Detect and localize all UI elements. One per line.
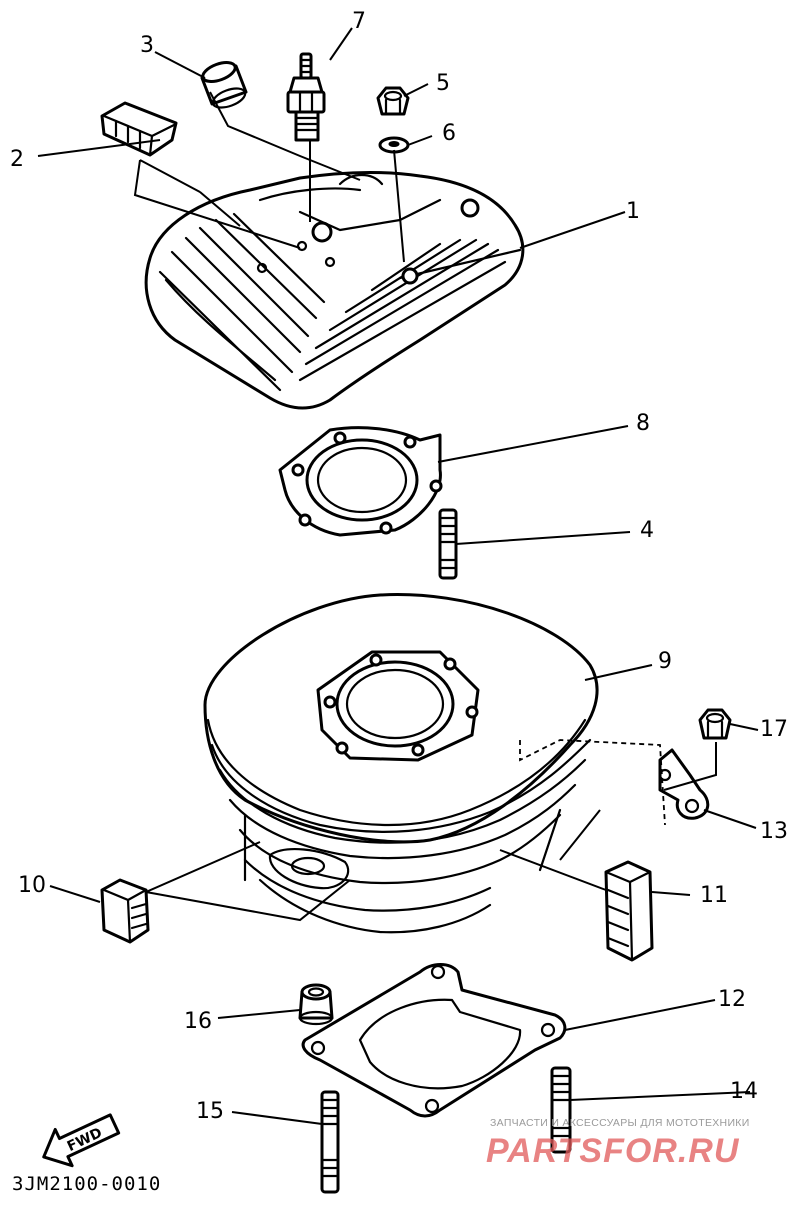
callout-9: 9	[658, 649, 672, 674]
base-gasket[interactable]	[301, 963, 567, 1118]
callout-17: 17	[760, 717, 788, 742]
diagram-code: 3JM2100-0010	[12, 1173, 161, 1195]
callout-13: 13	[760, 819, 788, 844]
watermark-brand: PARTSFOR.RU	[486, 1132, 740, 1170]
damper-block-left[interactable]	[100, 878, 150, 944]
callout-1: 1	[626, 199, 640, 224]
damper-block-right[interactable]	[604, 860, 654, 962]
callout-10: 10	[18, 873, 46, 898]
stud-bolt-right[interactable]	[550, 1066, 572, 1154]
sleeve-cylinder[interactable]	[200, 59, 248, 112]
leader-lines	[37, 27, 759, 1125]
callout-numbers: 1 2 3 4 5 6 7 8 9 10 11 12 13 14 15 16 1…	[10, 9, 788, 1124]
watermark: ЗАПЧАСТИ И АКСЕССУАРЫ ДЛЯ МОТОТЕХНИКИ PA…	[486, 1117, 750, 1170]
callout-11: 11	[700, 883, 728, 908]
callout-4: 4	[640, 518, 654, 543]
callout-6: 6	[442, 121, 456, 146]
callout-7: 7	[352, 9, 366, 34]
fwd-arrow-icon: FWD	[42, 1113, 121, 1168]
nut-right[interactable]	[698, 708, 732, 740]
callout-16: 16	[184, 1009, 212, 1034]
callout-2: 2	[10, 147, 24, 172]
spark-plug[interactable]	[286, 52, 326, 142]
callout-5: 5	[436, 71, 450, 96]
nut-upper[interactable]	[376, 86, 410, 116]
cylinder-block[interactable]	[203, 593, 599, 934]
callout-14: 14	[730, 1079, 758, 1104]
stud-bolt-head[interactable]	[438, 508, 458, 580]
washer[interactable]	[378, 136, 410, 154]
callout-15: 15	[196, 1099, 224, 1124]
callout-12: 12	[718, 987, 746, 1012]
damper-block-upper[interactable]	[100, 101, 178, 157]
watermark-tagline: ЗАПЧАСТИ И АКСЕССУАРЫ ДЛЯ МОТОТЕХНИКИ	[490, 1117, 750, 1129]
dowel-pin[interactable]	[298, 983, 334, 1026]
stud-bolt-left[interactable]	[320, 1090, 340, 1194]
cylinder-head[interactable]	[144, 170, 525, 410]
callout-8: 8	[636, 411, 650, 436]
callout-3: 3	[140, 33, 154, 58]
head-gasket[interactable]	[278, 426, 443, 537]
